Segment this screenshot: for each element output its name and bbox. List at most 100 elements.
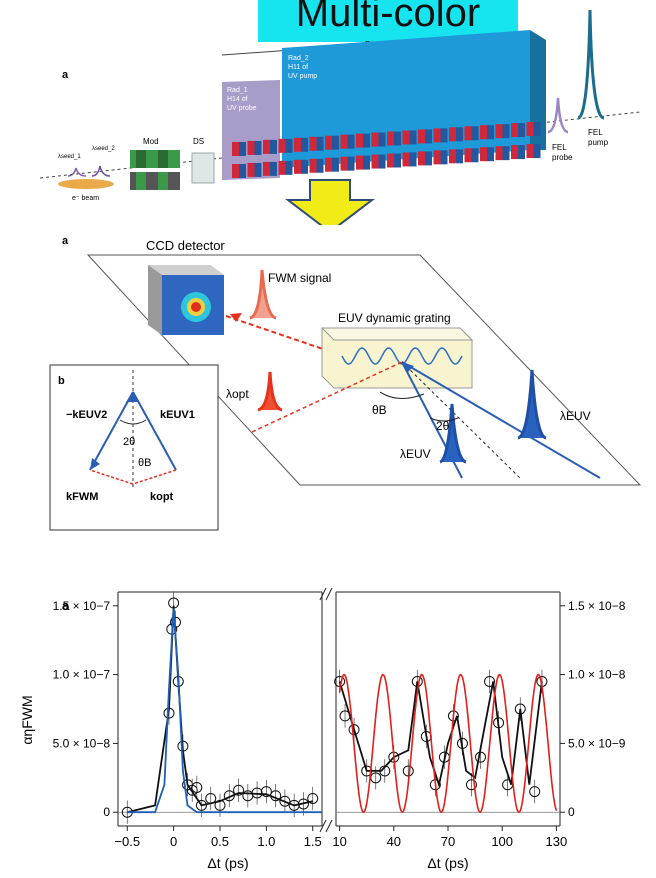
magnet-block-red <box>356 133 363 148</box>
plot-ylabel: αηFWM <box>19 695 35 744</box>
banner-title-text: Multi-color <box>295 0 481 35</box>
magnet-block-blue <box>409 130 417 145</box>
magnet-block-red <box>278 160 286 175</box>
magnet-block-blue <box>285 138 293 153</box>
magnet-block-blue <box>502 124 510 139</box>
magnet-block-red <box>433 150 441 165</box>
data-point <box>402 765 414 777</box>
magnet-block-red <box>402 130 410 145</box>
x-tick-label: 100 <box>491 834 513 849</box>
magnet-block-red <box>294 137 301 152</box>
magnet-block-blue <box>440 150 448 165</box>
magnet-block-blue <box>456 127 463 142</box>
setup-panel-letter: a <box>62 235 69 247</box>
ds-label: DS <box>193 137 204 146</box>
ccd-spot-core <box>191 302 201 312</box>
euv-beam-1 <box>401 361 601 479</box>
magnet-block-blue <box>347 134 355 149</box>
ds-chicane <box>191 152 215 184</box>
seed2-pulse <box>91 165 111 177</box>
theta-b-label: θB <box>372 403 387 417</box>
modulator-block <box>136 150 146 168</box>
data-point <box>195 799 207 811</box>
fwm-label: FWM signal <box>268 271 331 285</box>
data-point <box>260 786 272 798</box>
magnet-block-red <box>325 135 332 150</box>
inset-k-euv1 <box>132 391 177 471</box>
inset-panel-letter: b <box>58 375 65 387</box>
fwm-beam <box>225 315 327 351</box>
rad1-line1: Rad_1 <box>227 87 248 94</box>
x-tick-label: 1.0 <box>257 834 275 849</box>
fwm-arrowhead <box>230 313 242 322</box>
y-tick-label: 1.5 × 10−7 <box>53 599 111 613</box>
magnet-block-red <box>511 123 518 138</box>
magnet-block-red <box>418 151 425 166</box>
euv-pulse-2 <box>439 403 467 464</box>
series-sine <box>338 673 558 813</box>
grating-top <box>320 327 474 341</box>
x-tick-label: 1.5 <box>304 834 322 849</box>
ccd-label: CCD detector <box>146 238 225 253</box>
data-point <box>484 675 496 687</box>
ebeam-label: e⁻ beam <box>72 195 99 202</box>
magnet-block-blue <box>487 147 494 162</box>
magnet-block-blue <box>440 128 448 143</box>
series-line <box>127 605 313 814</box>
magnet-block-blue <box>378 154 386 169</box>
magnet-block-blue <box>425 151 432 166</box>
inset-k-euv2 <box>89 391 134 471</box>
data-point <box>233 784 245 796</box>
magnet-block-red <box>464 126 472 141</box>
magnet-block-red <box>263 161 270 176</box>
magnet-block-red <box>294 159 301 174</box>
inset-theta-b-label: θB <box>138 457 151 469</box>
magnet-block-blue <box>270 161 277 176</box>
seed2-label: λseed_2 <box>92 146 115 152</box>
magnet-block-red <box>449 127 456 142</box>
inset-k-opt-label: kopt <box>150 491 174 503</box>
magnet-block-blue <box>332 135 339 150</box>
magnet-block-blue <box>316 158 324 173</box>
data-point <box>191 781 203 793</box>
fel-probe-line2: probe <box>552 153 573 162</box>
y-tick-label: 0 <box>568 805 575 819</box>
inset-k-euv2-label: −kEUV2 <box>66 409 107 421</box>
magnet-block-blue <box>471 148 479 163</box>
magnet-block-red <box>232 164 239 178</box>
banner-title: Multi-color <box>258 0 518 42</box>
magnet-block-blue <box>518 123 525 138</box>
fel-pump-label: FEL pump <box>588 128 609 147</box>
y-tick-label: 5.0 × 10−9 <box>568 736 626 750</box>
magnet-block-blue <box>409 152 417 167</box>
magnet-block-blue <box>270 139 277 154</box>
magnet-block-red <box>278 138 286 153</box>
modulator-block <box>136 172 146 190</box>
magnet-block-red <box>309 136 317 151</box>
rad2-line1: Rad_2 <box>288 55 309 62</box>
axis-break-mark <box>319 587 327 601</box>
x-tick-label: 40 <box>387 834 401 849</box>
down-arrow <box>285 179 375 225</box>
axis-break-mark <box>325 587 333 601</box>
data-point <box>307 792 319 804</box>
fel-probe-label: FEL probe <box>552 143 573 162</box>
magnet-block-blue <box>239 164 246 178</box>
magnet-block-blue <box>363 133 370 148</box>
magnet-block-red <box>340 134 348 149</box>
fwm-setup-diagram: a CCD detector FWM signal EUV dynamic gr… <box>49 235 642 531</box>
axis-break-mark <box>325 819 333 833</box>
magnet-block-red <box>263 139 270 154</box>
y-tick-label: 1.5 × 10−8 <box>568 599 626 613</box>
inset-k-opt <box>132 469 177 485</box>
magnet-block-blue <box>301 159 308 174</box>
magnet-block-red <box>247 162 255 177</box>
magnet-block-blue <box>363 155 370 170</box>
magnet-block-blue <box>254 162 262 177</box>
magnet-block-red <box>247 140 255 155</box>
fel-probe-pulse <box>547 97 569 134</box>
magnet-block-blue <box>394 153 401 168</box>
magnet-block-red <box>480 125 487 140</box>
